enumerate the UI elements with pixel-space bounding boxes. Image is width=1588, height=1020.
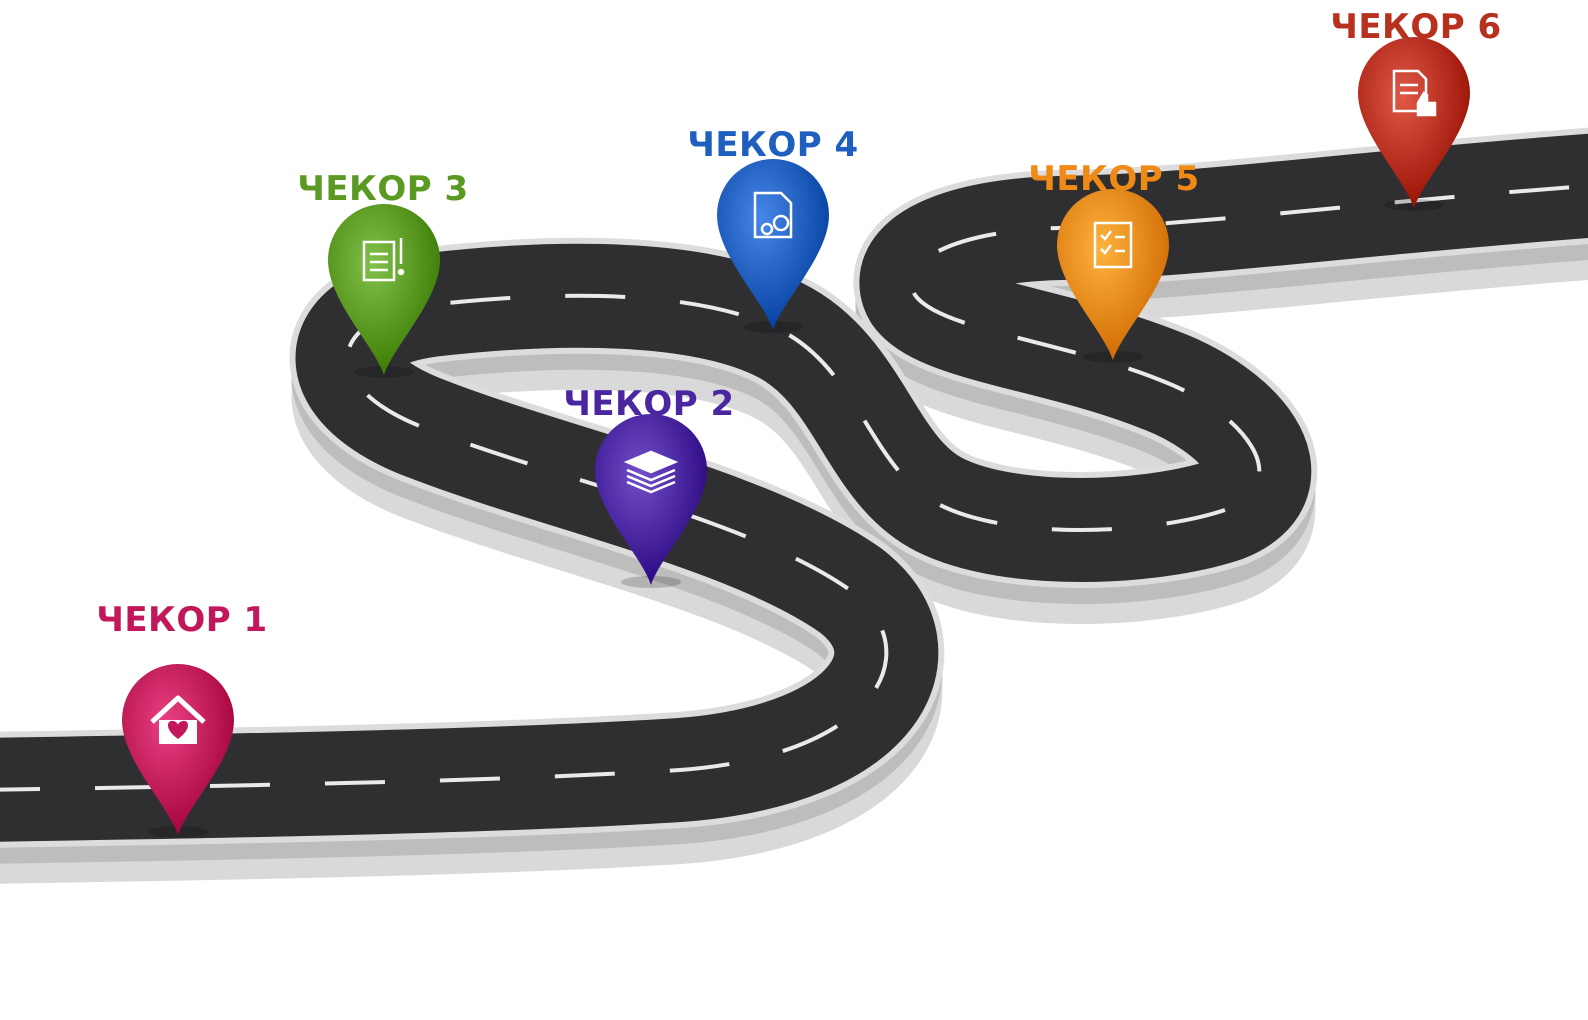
document-gears-pin-shape xyxy=(717,159,829,333)
checklist-icon xyxy=(1093,221,1133,269)
stacked-layers-pin-shape xyxy=(595,414,707,588)
document-alert-icon xyxy=(362,238,405,282)
step-3-label: ЧЕКОР 3 xyxy=(297,169,469,209)
step-1-pin xyxy=(118,660,238,838)
step-3-pin xyxy=(324,200,444,378)
step-5-pin xyxy=(1053,185,1173,363)
stacked-layers-icon xyxy=(623,450,679,494)
document-alert-pin-shape xyxy=(328,204,440,378)
step-6-pin xyxy=(1354,33,1474,211)
document-gears-icon xyxy=(753,191,793,239)
checklist-pin-shape xyxy=(1057,189,1169,363)
road-surface xyxy=(0,133,1588,842)
step-4-label: ЧЕКОР 4 xyxy=(687,125,859,165)
house-heart-icon xyxy=(150,695,206,744)
step-2-pin xyxy=(591,410,711,588)
step-4-pin xyxy=(713,155,833,333)
document-approval-icon xyxy=(1392,69,1437,117)
step-1-label: ЧЕКОР 1 xyxy=(96,600,268,640)
house-heart-pin-shape xyxy=(122,664,234,838)
document-approval-pin-shape xyxy=(1358,37,1470,211)
